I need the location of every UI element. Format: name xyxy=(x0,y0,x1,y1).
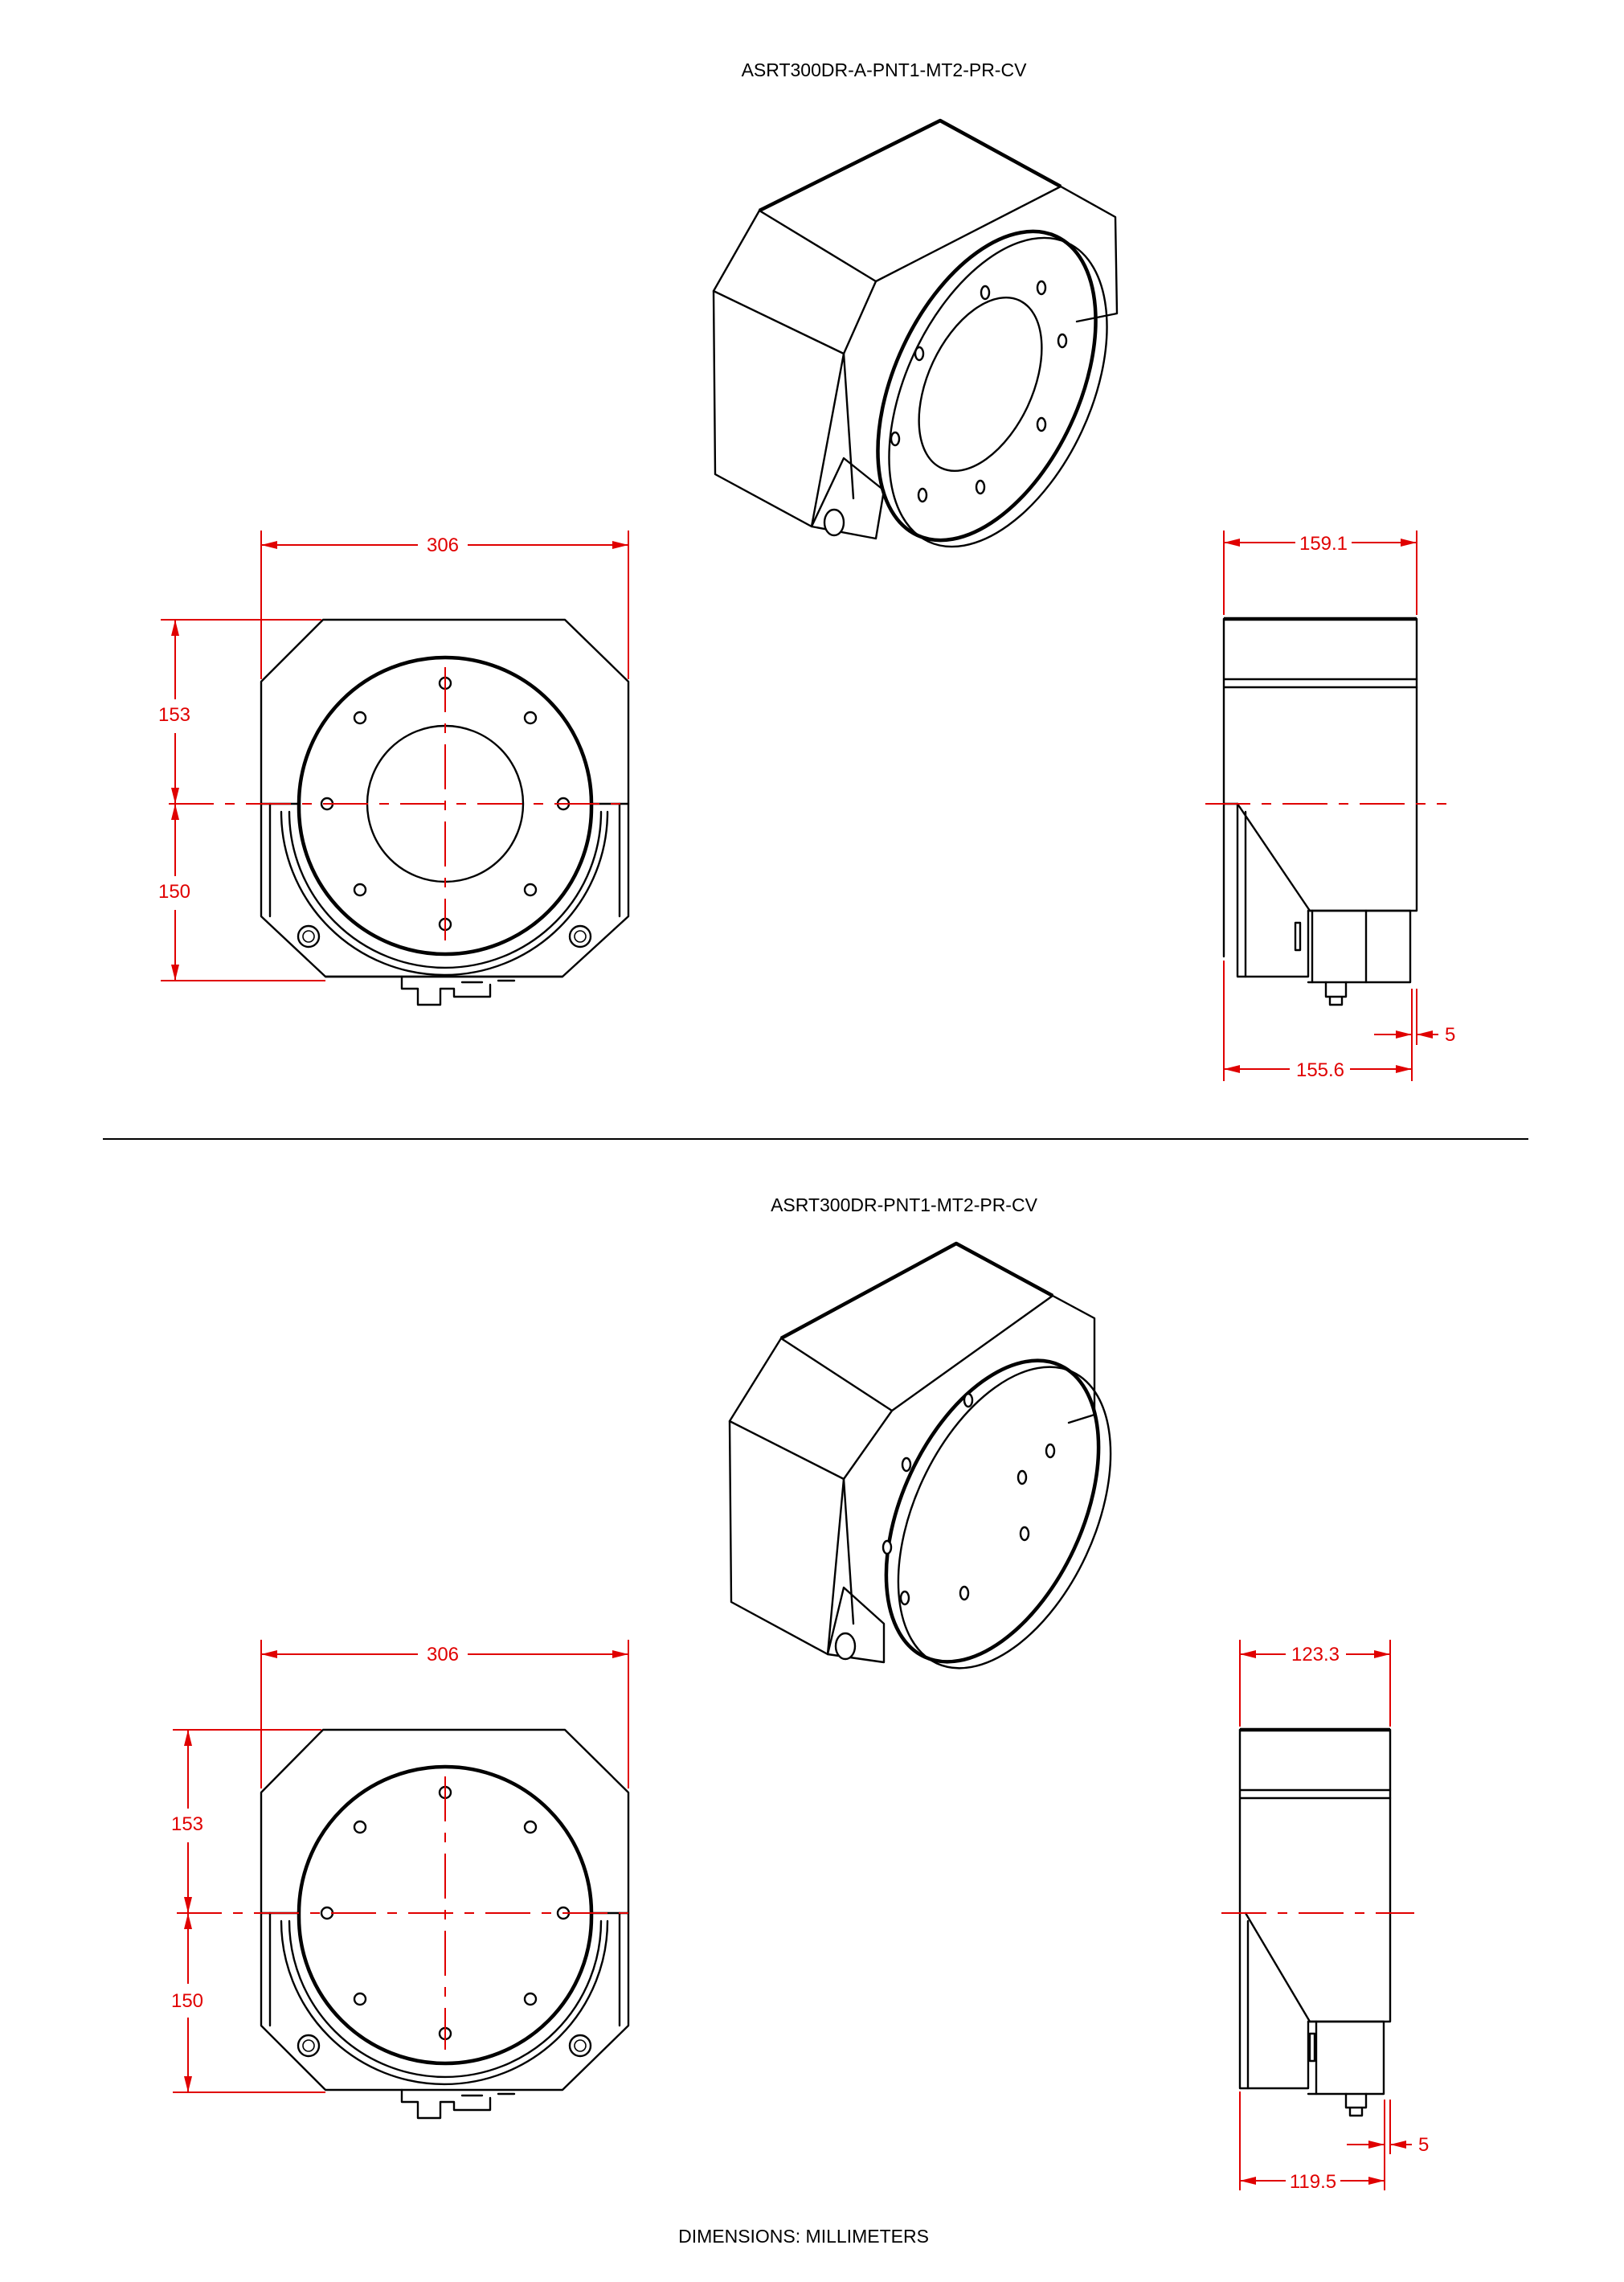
drawing-a: ASRT300DR-A-PNT1-MT2-PR-CV xyxy=(158,59,1455,1081)
front-view-a: 306 153 150 xyxy=(158,531,630,1006)
front-upper-dim-b: 153 xyxy=(171,1813,203,1835)
iso-view-b xyxy=(728,1241,1112,1670)
side-top-dim-b: 123.3 xyxy=(1291,1644,1340,1665)
drawing-b: ASRT300DR-PNT1-MT2-PR-CV xyxy=(171,1194,1429,2193)
drawing-a-title: ASRT300DR-A-PNT1-MT2-PR-CV xyxy=(742,59,1028,80)
drawing-b-title: ASRT300DR-PNT1-MT2-PR-CV xyxy=(771,1194,1038,1215)
front-view-b: 306 153 150 xyxy=(171,1640,630,2120)
front-lower-dim-b: 150 xyxy=(171,1990,203,2012)
side-top-dim-a: 159.1 xyxy=(1299,533,1348,555)
side-bottom-dim-b: 119.5 xyxy=(1290,2171,1336,2193)
iso-view-a xyxy=(712,118,1119,548)
front-lower-dim-a: 150 xyxy=(158,881,190,903)
front-upper-dim-a: 153 xyxy=(158,704,190,726)
side-offset-dim-a: 5 xyxy=(1445,1024,1455,1046)
front-width-dim-a: 306 xyxy=(427,535,459,556)
side-view-b: 123.3 119.5 5 xyxy=(1221,1640,1429,2193)
side-offset-dim-b: 5 xyxy=(1418,2134,1429,2156)
side-view-a: 159.1 155.6 5 xyxy=(1205,531,1455,1081)
front-width-dim-b: 306 xyxy=(427,1644,459,1665)
side-bottom-dim-a: 155.6 xyxy=(1296,1059,1344,1081)
units-footer: DIMENSIONS: MILLIMETERS xyxy=(678,2226,929,2247)
